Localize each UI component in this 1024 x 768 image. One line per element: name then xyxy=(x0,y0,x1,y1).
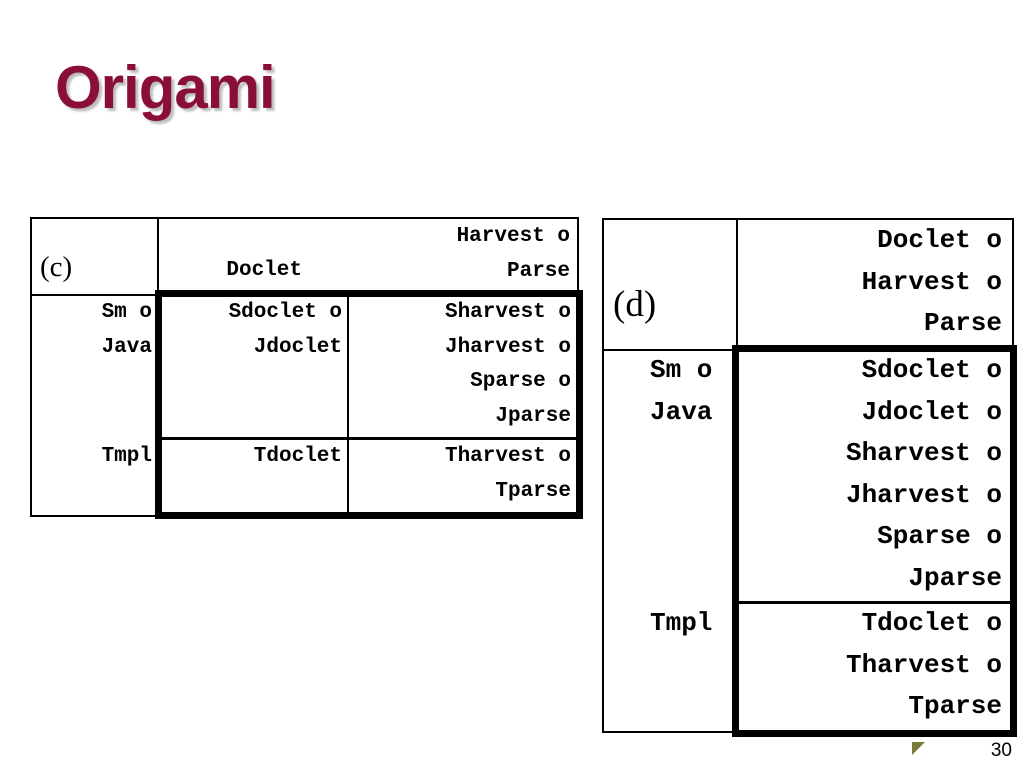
cell-line: Tharvest o xyxy=(845,649,1002,680)
cell-line: Jdoclet xyxy=(253,335,342,359)
figure-label: (c) xyxy=(40,251,73,283)
row-header: Tmpl xyxy=(32,440,152,475)
table-border-bottom xyxy=(30,515,160,517)
cell-line: Sparse o xyxy=(877,521,1002,551)
inner-column-divider xyxy=(347,296,349,514)
row-header-line: Tmpl xyxy=(101,445,152,468)
table-border-bottom xyxy=(602,731,736,733)
column-header: Doclet o Harvest o Parse xyxy=(740,220,1002,345)
row-header-line: Sm o xyxy=(650,355,713,385)
cell-line: Jharvest o xyxy=(444,335,571,359)
cell-line: Tparse xyxy=(495,479,571,503)
highlight-box xyxy=(732,345,1017,737)
slide-corner-icon xyxy=(912,742,925,755)
right-border xyxy=(577,217,579,297)
cell-line: Jharvest o xyxy=(845,479,1002,510)
cell-line: Tharvest o xyxy=(444,445,571,468)
header-line: Parse xyxy=(506,259,570,283)
cell-line: Sdoclet o xyxy=(861,355,1002,385)
figure-label: (d) xyxy=(613,284,657,325)
column-header: Doclet xyxy=(160,254,302,289)
header-line: Harvest o xyxy=(456,225,570,248)
table-cell: Tdoclet xyxy=(165,440,342,475)
row-header-line: Tmpl xyxy=(650,608,713,638)
cell-line: Sdoclet o xyxy=(228,301,342,324)
table-border-left xyxy=(30,217,32,517)
cell-line: Jparse xyxy=(908,562,1002,593)
row-header: Tmpl xyxy=(650,603,734,645)
cell-line: Sharvest o xyxy=(444,301,571,324)
table-cell: Sdoclet o Jdoclet o Sharvest o Jharvest … xyxy=(742,350,1002,599)
header-line: Harvest o xyxy=(861,266,1002,297)
cell-line: Sparse o xyxy=(470,370,571,393)
row-header-line: Sm o xyxy=(101,301,152,324)
page-number: 30 xyxy=(990,740,1012,761)
slide-title: Origami xyxy=(55,54,276,121)
cell-line: Sharvest o xyxy=(845,438,1002,468)
right-border xyxy=(1012,218,1014,350)
cell-line: Tdoclet xyxy=(253,445,342,468)
table-cell: Tdoclet o Tharvest o Tparse xyxy=(742,603,1002,728)
header-line: Doclet xyxy=(226,259,302,282)
header-line: Parse xyxy=(923,308,1002,338)
table-border-top xyxy=(30,217,579,219)
row-header: Sm o Java xyxy=(650,350,734,433)
table-border-top xyxy=(602,218,1014,220)
column-divider xyxy=(157,217,159,297)
highlight-box xyxy=(155,290,583,519)
column-divider xyxy=(736,218,738,350)
header-line: Doclet o xyxy=(877,225,1002,255)
cell-line: Jparse xyxy=(495,404,571,428)
table-cell: Tharvest o Tparse xyxy=(352,440,571,509)
row-header: Sm o Java xyxy=(32,296,152,365)
cell-line: Jdoclet o xyxy=(861,396,1002,427)
cell-line: Tparse xyxy=(908,691,1002,721)
table-border-left xyxy=(602,218,604,733)
row-header-line: Java xyxy=(650,396,713,427)
table-cell: Sdoclet o Jdoclet xyxy=(165,296,342,365)
inner-row-divider xyxy=(160,437,577,440)
cell-line: Tdoclet o xyxy=(861,608,1002,638)
table-cell: Sharvest o Jharvest o Sparse o Jparse xyxy=(352,296,571,434)
row-header-line: Java xyxy=(101,335,152,359)
column-header: Harvest o Parse xyxy=(350,220,570,289)
inner-row-divider xyxy=(738,601,1012,604)
